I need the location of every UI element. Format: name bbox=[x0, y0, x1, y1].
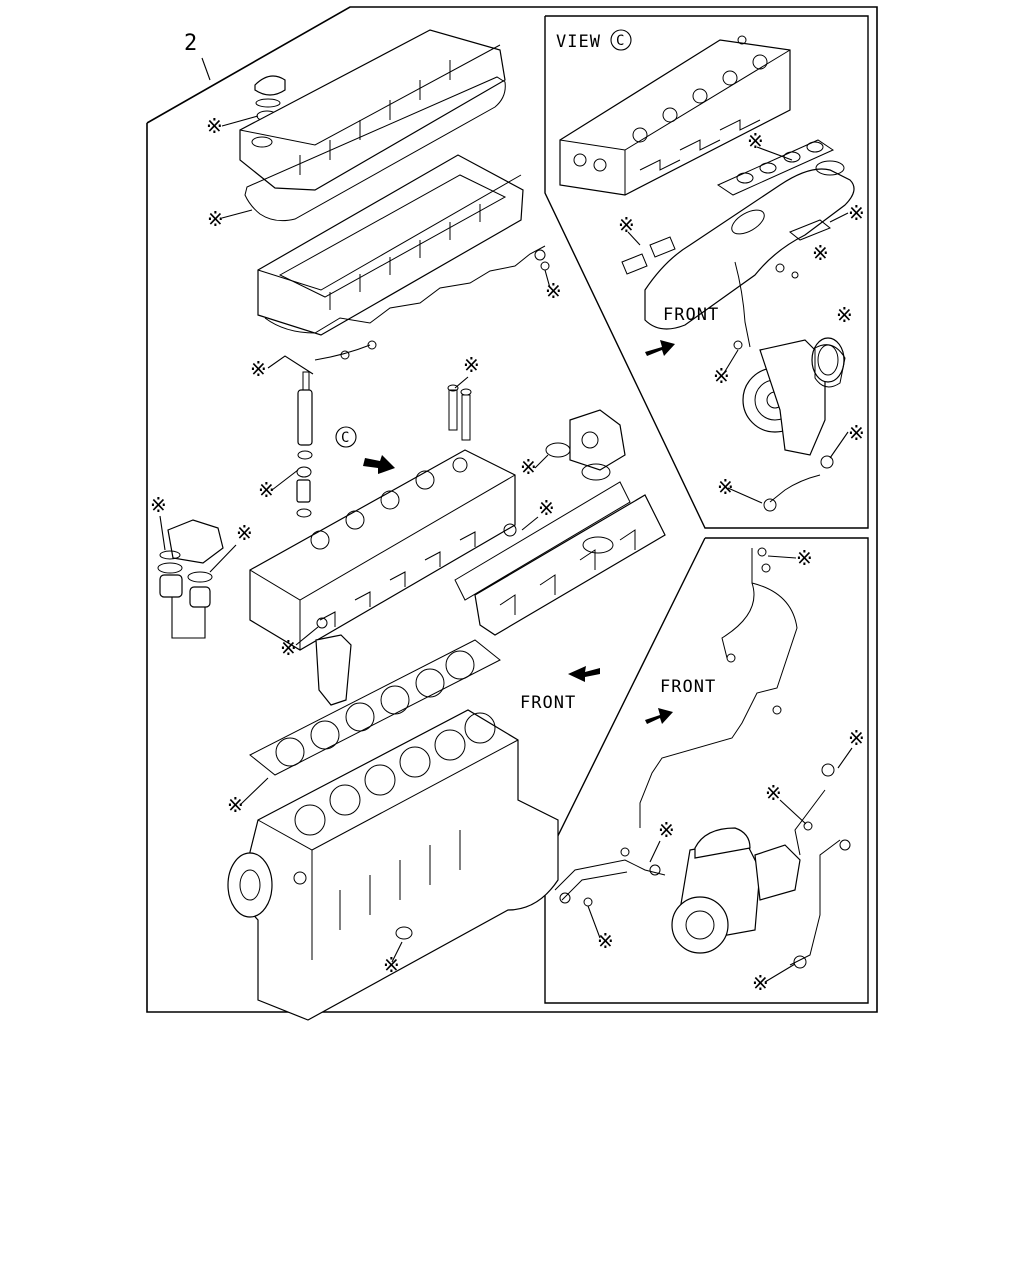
cylinder-head-view-c bbox=[559, 35, 791, 196]
front-arrow-view-c bbox=[645, 340, 675, 356]
marker-bolt-washers: ※ bbox=[463, 353, 480, 377]
marker-leak-off-washer: ※ bbox=[545, 279, 562, 303]
marker-head-cover-gasket: ※ bbox=[207, 207, 224, 231]
marker-pump-pipe-washer-lower: ※ bbox=[752, 971, 769, 995]
outer-frame bbox=[146, 6, 878, 1013]
egr-gaskets bbox=[545, 442, 611, 481]
marker-block-oring: ※ bbox=[383, 953, 400, 977]
main-view-ref-letter: C bbox=[341, 430, 350, 446]
front-label-view-c: FRONT bbox=[663, 305, 719, 325]
camshaft-housing bbox=[257, 154, 524, 336]
fuel-injection-pump bbox=[671, 827, 801, 954]
intake-manifold bbox=[474, 494, 666, 636]
item-leader-line bbox=[201, 57, 211, 81]
block-oring bbox=[395, 926, 413, 940]
marker-turbo-gasket: ※ bbox=[848, 201, 865, 225]
exhaust-manifold bbox=[644, 160, 855, 330]
marker-oil-return-washer: ※ bbox=[717, 475, 734, 499]
turbo-oil-return-pipe bbox=[769, 474, 821, 503]
cylinder-block bbox=[227, 709, 559, 1021]
inset-view-c: VIEW C bbox=[544, 15, 869, 529]
thermostat bbox=[157, 562, 183, 598]
head-cover-gasket bbox=[244, 76, 506, 222]
marker-turbo-outlet-gasket: ※ bbox=[836, 303, 853, 327]
cylinder-head-cover bbox=[239, 29, 506, 191]
turbo-oil-feed-pipe bbox=[734, 261, 751, 348]
head-bolts bbox=[447, 384, 472, 441]
marker-oil-pipe-washers-top: ※ bbox=[796, 546, 813, 570]
pump-oil-pipe-right bbox=[789, 839, 841, 966]
cylinder-head bbox=[249, 449, 516, 651]
turbocharger bbox=[742, 337, 846, 456]
front-arrow-pump-view bbox=[645, 708, 673, 724]
marker-oil-pipe-washer: ※ bbox=[812, 241, 829, 265]
thermostat-2 bbox=[187, 571, 213, 608]
marker-pump-pipe-washer: ※ bbox=[597, 929, 614, 953]
marker-injector-seals: ※ bbox=[258, 478, 275, 502]
marker-leak-off-pipe-seals: ※ bbox=[250, 357, 267, 381]
item-number: 2 bbox=[184, 31, 198, 56]
egr-valve bbox=[569, 409, 626, 471]
marker-thermostat-housing-gasket: ※ bbox=[150, 493, 167, 517]
marker-head-gasket: ※ bbox=[227, 793, 244, 817]
view-ref-circle bbox=[610, 29, 632, 51]
water-outlet-pipe bbox=[315, 634, 352, 706]
marker-pump-union-washers: ※ bbox=[765, 781, 782, 805]
view-ref-letter: C bbox=[616, 33, 625, 49]
marker-pump-left-washer: ※ bbox=[658, 818, 675, 842]
pump-oil-pipe-left bbox=[554, 859, 666, 891]
marker-exhaust-gaskets: ※ bbox=[747, 129, 764, 153]
fuel-leak-off-pipe bbox=[264, 245, 546, 334]
marker-pump-bolt-washers: ※ bbox=[848, 726, 865, 750]
marker-oil-cap-seal: ※ bbox=[206, 114, 223, 138]
thermostat-housing bbox=[159, 519, 224, 564]
marker-oil-return-gasket: ※ bbox=[848, 421, 865, 445]
view-title: VIEW bbox=[556, 32, 601, 52]
exhaust-manifold-gaskets bbox=[621, 139, 835, 275]
front-label-main: FRONT bbox=[520, 693, 576, 713]
view-c-arrow bbox=[363, 455, 395, 474]
marker-thermostat-seal: ※ bbox=[236, 521, 253, 545]
front-arrow-main bbox=[568, 666, 600, 682]
main-view-ref-circle bbox=[335, 426, 357, 448]
fuel-injector bbox=[296, 371, 313, 518]
cylinder-head-gasket bbox=[249, 639, 501, 776]
intake-manifold-gasket bbox=[454, 481, 631, 601]
marker-intake-gasket: ※ bbox=[538, 496, 555, 520]
marker-egr-gaskets: ※ bbox=[520, 455, 537, 479]
oil-pipe-upper bbox=[639, 548, 798, 828]
marker-water-outlet-oring: ※ bbox=[280, 636, 297, 660]
front-label-pump-view: FRONT bbox=[660, 677, 716, 697]
inset-pump-view: FRONT ※ ※ ※ ※ ※ ※ bbox=[544, 537, 869, 1004]
marker-manifold-gasket: ※ bbox=[618, 213, 635, 237]
